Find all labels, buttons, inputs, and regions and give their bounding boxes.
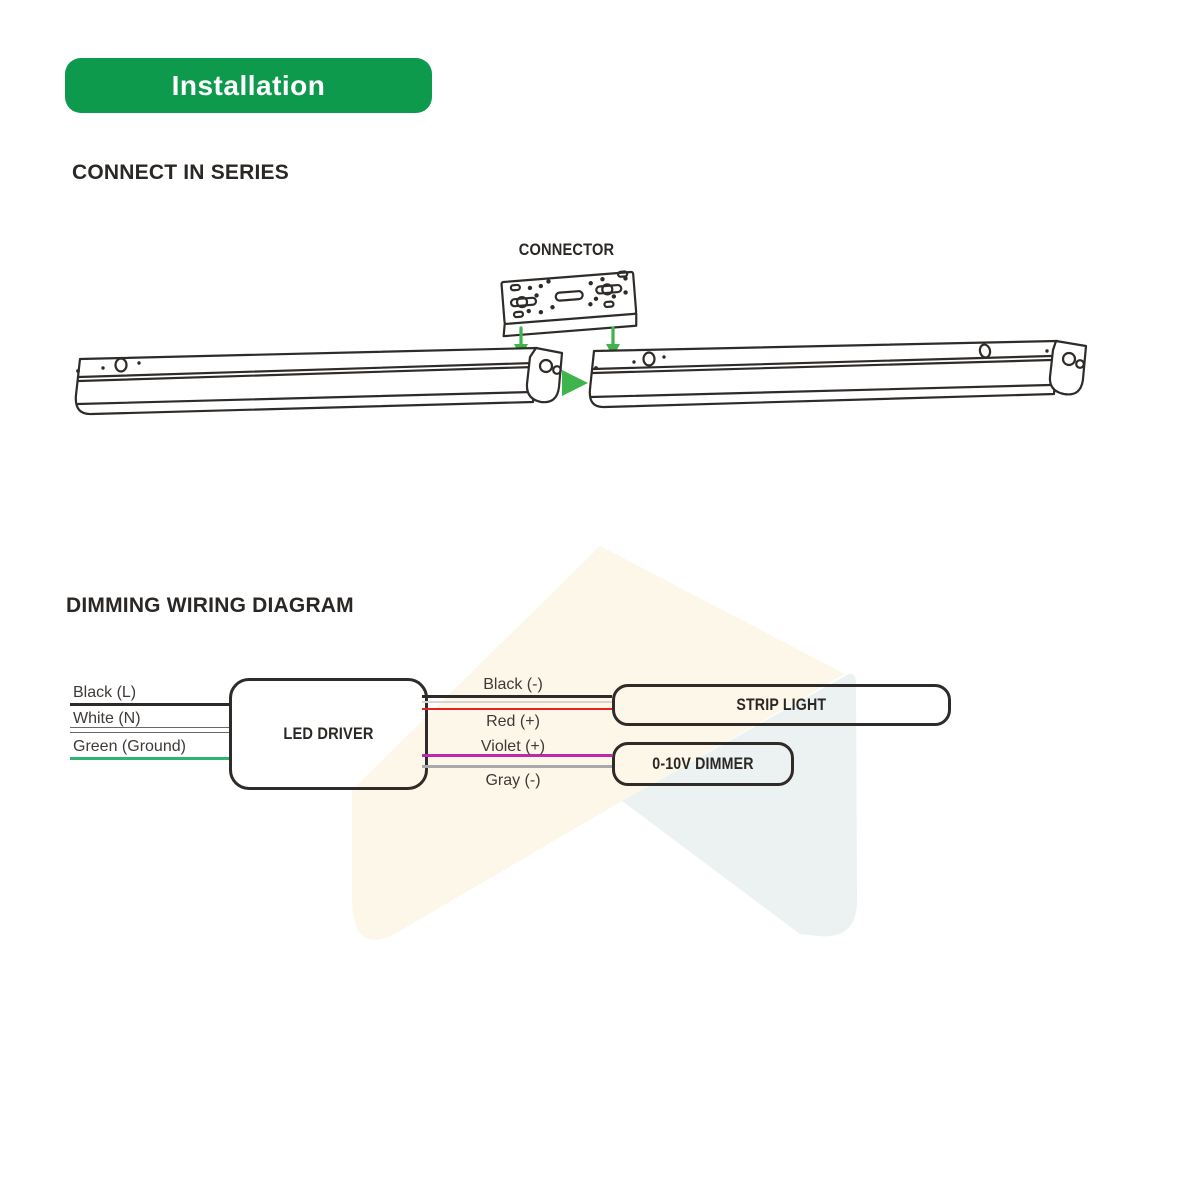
strip-light-left-illustration [74, 346, 564, 416]
connect-in-series-illustration [74, 270, 1088, 416]
strip-light-box: STRIP LIGHT [612, 684, 951, 726]
black-input-wire [70, 703, 230, 706]
badge-label: Installation [171, 69, 326, 101]
wire-label-black-line: Black (L) [73, 684, 137, 701]
connect-direction-arrow-icon [562, 370, 588, 396]
dimmer-label: 0-10V DIMMER [652, 754, 754, 773]
dimmer-box: 0-10V DIMMER [612, 742, 794, 786]
wire-label-violet-plus: Violet (+) [480, 738, 546, 755]
wire-label-red-plus: Red (+) [486, 713, 540, 730]
watermark-left-shape [352, 546, 845, 940]
dimming-heading: DIMMING WIRING DIAGRAM [66, 594, 354, 617]
gray-dimming-wire [422, 765, 612, 768]
wire-label-black-minus: Black (-) [483, 676, 543, 693]
wire-label-green-ground: Green (Ground) [73, 738, 186, 755]
strip-light-label: STRIP LIGHT [736, 695, 827, 714]
connect-in-series-heading: CONNECT IN SERIES [72, 161, 289, 184]
led-driver-box: LED DRIVER [229, 678, 428, 790]
green-ground-wire [70, 757, 230, 760]
white-input-wire [70, 727, 230, 733]
black-output-wire [422, 695, 612, 698]
wire-label-white-neutral: White (N) [73, 710, 141, 727]
watermark-right-shape [622, 673, 858, 937]
wire-label-gray-minus: Gray (-) [485, 772, 541, 789]
strip-light-right-illustration [588, 339, 1088, 409]
section-badge: Installation [65, 58, 432, 113]
red-output-wire [422, 708, 612, 710]
connector-plate-icon [500, 270, 638, 338]
led-driver-label: LED DRIVER [283, 724, 374, 743]
white-output-wire [422, 701, 612, 703]
connector-label: CONNECTOR [519, 240, 615, 259]
violet-dimming-wire [422, 754, 612, 757]
